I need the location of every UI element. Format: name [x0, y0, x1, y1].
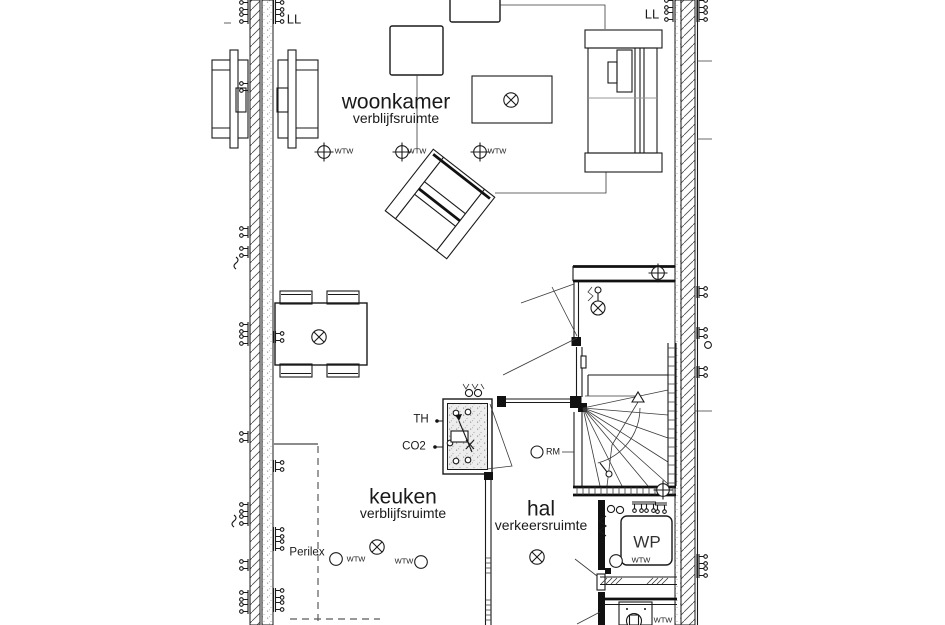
wtw-point-icon [414, 555, 428, 569]
party-wall-left [224, 0, 274, 625]
ac-squiggle-icon [231, 514, 237, 528]
label-rm: RM [546, 446, 560, 457]
stair-direction-arrow-icon [631, 390, 645, 403]
room-label-woonkamer: woonkamer [341, 90, 451, 114]
label-wtw: WTW [334, 146, 354, 156]
room-label-hal: hal [526, 497, 556, 521]
label-ll-left: LL [286, 11, 302, 27]
ceiling-light-icon [503, 92, 519, 108]
label-wtw: WTW [653, 615, 673, 625]
room-sublabel-keuken: verblijfsruimte [359, 505, 447, 521]
wtw-valve-icon [313, 141, 335, 163]
partition-keuken-hal [484, 472, 493, 625]
stairwell-walls [497, 265, 675, 408]
sofa-left-wall [276, 49, 319, 149]
room-sublabel-hal: verkeersruimte [494, 517, 588, 533]
tap-icon [605, 568, 611, 574]
toilet-room [603, 597, 677, 625]
ceiling-light-icon [529, 549, 545, 565]
door-swings [502, 283, 578, 376]
heat-pump-box [620, 515, 673, 566]
stair-light-switch [599, 462, 613, 478]
label-wtw: WTW [487, 146, 507, 156]
armchair-rotated [384, 148, 496, 260]
label-wtw: WTW [346, 554, 366, 564]
ac-squiggle-icon [233, 256, 239, 270]
wp-closet [574, 500, 677, 625]
room-sublabel-woonkamer: verblijfsruimte [352, 110, 440, 126]
rug-outline [416, 4, 607, 194]
label-wp: WP [633, 532, 661, 552]
resistor-icon [598, 515, 607, 537]
label-wtw: WTW [631, 555, 651, 565]
ceiling-light-icon [369, 539, 385, 555]
wtw-point-icon [329, 552, 343, 566]
toilet-fixture [618, 601, 653, 625]
meterkast [433, 398, 513, 475]
room-label-keuken: keuken [369, 485, 437, 509]
wtw-point-icon [609, 554, 623, 568]
label-th: TH [413, 413, 429, 426]
sofa-neighbor [211, 49, 249, 149]
coffee-table [471, 75, 553, 124]
label-co2: CO2 [402, 440, 426, 453]
exterior-wall-right [674, 0, 712, 625]
stairs [573, 343, 677, 497]
armchair-top [389, 0, 501, 76]
smoke-detector [530, 445, 574, 459]
stair-pendant-light [587, 286, 606, 316]
kitchen-counter-dashed [274, 443, 380, 625]
roof-duct-icon [462, 383, 485, 398]
wall-sockets [231, 0, 712, 614]
sofa-right [584, 29, 663, 173]
label-wtw: WTW [394, 556, 414, 566]
label-ll-right: LL [644, 6, 660, 22]
ceiling-light-icon [311, 329, 327, 345]
label-perilex: Perilex [289, 546, 325, 559]
dining-chairs [279, 290, 360, 378]
label-wtw: WTW [407, 146, 427, 156]
